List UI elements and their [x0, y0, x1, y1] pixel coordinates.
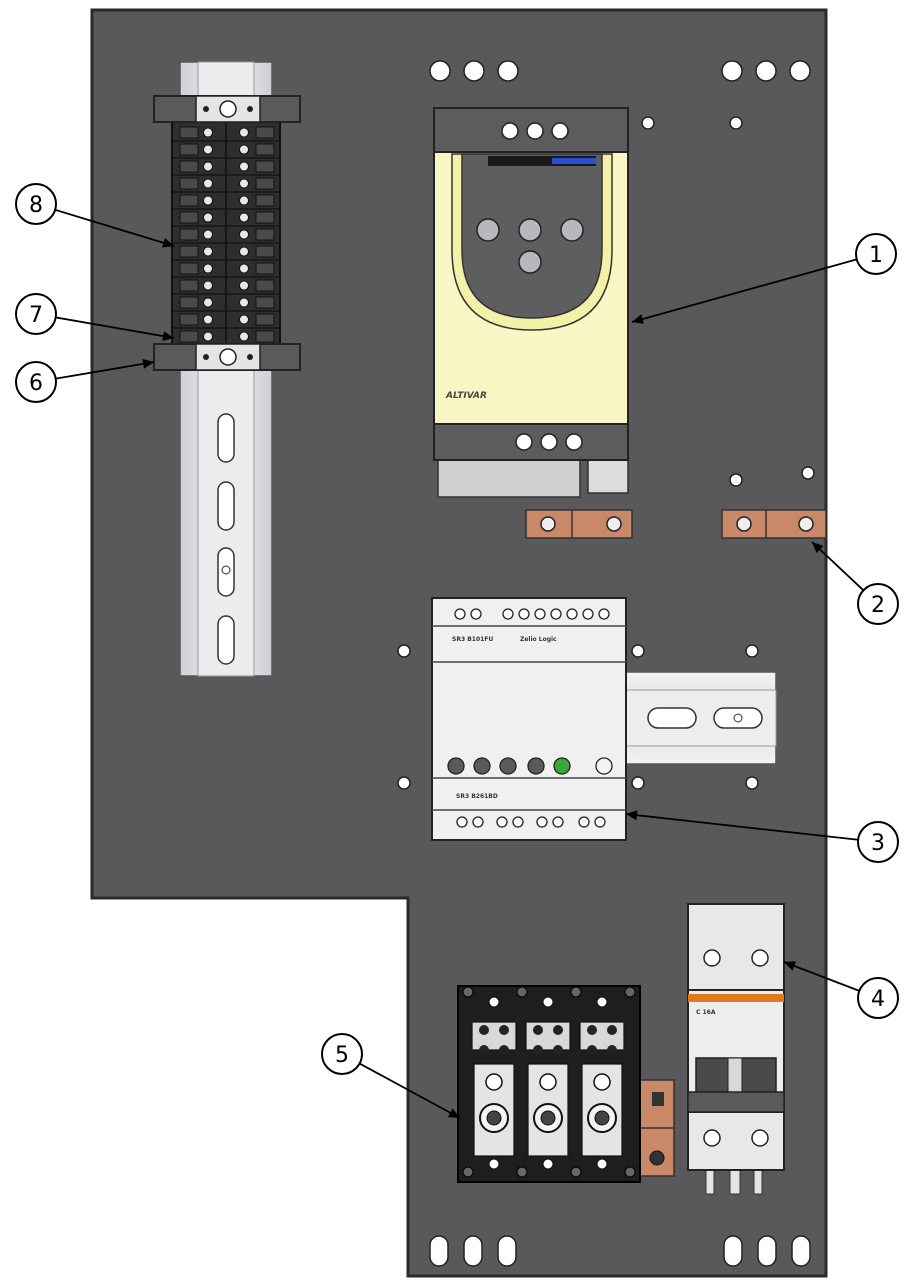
callout-circle-1: [855, 233, 897, 275]
callout-8: 8: [15, 183, 175, 248]
leader-arrow-8: [162, 238, 174, 248]
callout-7: 7: [15, 293, 175, 342]
leader-line-7: [55, 316, 175, 339]
callout-circle-7: [15, 293, 57, 335]
leader-arrow-5: [447, 1108, 460, 1118]
callout-6: 6: [15, 358, 155, 403]
top-mounting-holes: [397, 60, 815, 790]
leader-line-8: [54, 208, 175, 247]
horizontal-din-rail: [613, 671, 777, 765]
callout-circle-4: [857, 977, 899, 1019]
drive-brand-label: ALTIVAR: [445, 391, 487, 401]
leader-line-2: [811, 541, 865, 591]
callout-circle-5: [321, 1033, 363, 1075]
earth-bar-left: [525, 509, 633, 539]
leader-arrow-1: [632, 314, 644, 324]
callout-3: 3: [625, 810, 899, 863]
callout-label-6: 6: [29, 371, 43, 396]
variable-speed-drive: ALTIVAR: [433, 107, 629, 498]
controller-label-top-right: Zelio Logic: [520, 636, 557, 643]
callout-2: 2: [811, 541, 899, 625]
callout-4: 4: [783, 961, 899, 1019]
callout-label-3: 3: [871, 831, 885, 856]
end-stop-top: [153, 95, 301, 123]
callout-5: 5: [321, 1033, 461, 1119]
callout-circle-3: [857, 821, 899, 863]
callout-label-7: 7: [29, 303, 43, 328]
logic-controller: SR3 B101FU Zelio Logic SR3 B261BD: [431, 597, 627, 841]
callout-label-8: 8: [29, 193, 43, 218]
leader-line-4: [783, 961, 860, 992]
leader-arrow-6: [142, 358, 154, 369]
callout-layer: 1 2 3 4 5 6 7 8: [15, 183, 899, 1119]
callout-circle-2: [857, 583, 899, 625]
leader-line-1: [631, 258, 857, 323]
leader-line-5: [359, 1062, 461, 1119]
end-stop-bottom: [153, 343, 301, 371]
breaker-rating: C 16A: [696, 1009, 716, 1016]
leader-arrow-2: [812, 542, 824, 554]
power-distribution-block: [457, 985, 675, 1183]
leader-line-6: [55, 361, 155, 380]
controller-label-top-left: SR3 B101FU: [452, 636, 493, 643]
terminal-block-stack: [171, 119, 281, 347]
callout-label-5: 5: [335, 1043, 349, 1068]
bottom-mounting-slots: [429, 1235, 811, 1267]
callout-label-2: 2: [871, 593, 885, 618]
leader-arrow-7: [162, 331, 174, 342]
callout-circle-6: [15, 361, 57, 403]
leader-arrow-4: [784, 961, 797, 971]
callout-label-4: 4: [871, 987, 885, 1012]
controller-label-bottom: SR3 B261BD: [456, 793, 498, 800]
leader-arrow-3: [626, 810, 638, 821]
leader-line-3: [625, 813, 859, 841]
callout-label-1: 1: [869, 243, 883, 268]
circuit-breaker: C 16A: [687, 903, 785, 1195]
callout-1: 1: [631, 233, 897, 324]
earth-bar-right: [721, 509, 827, 539]
callout-circle-8: [15, 183, 57, 225]
